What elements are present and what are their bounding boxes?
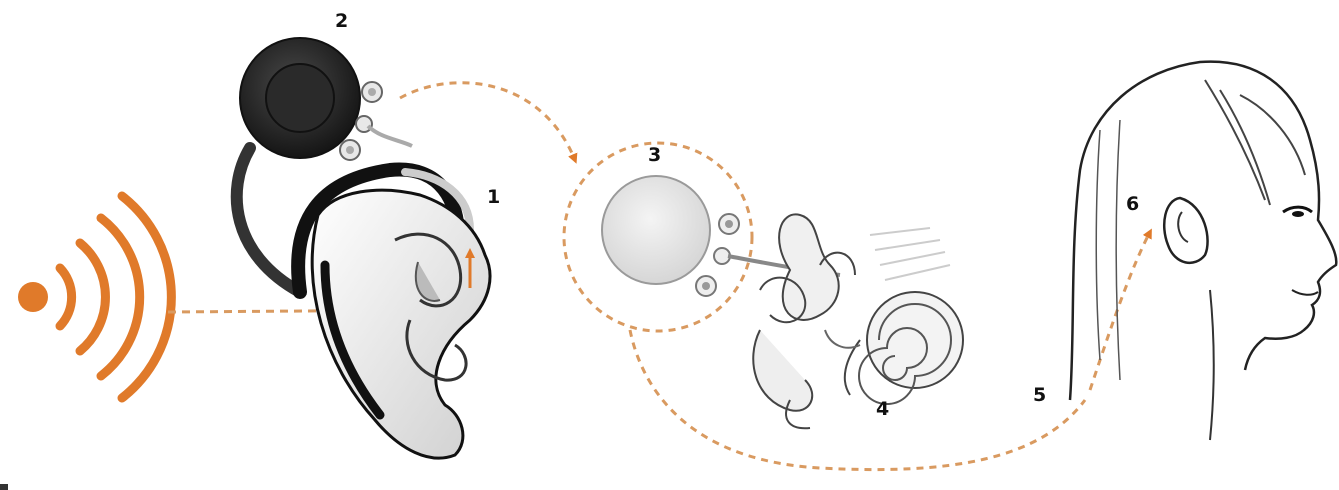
sound-waves-icon bbox=[18, 196, 171, 398]
step-label-6: 6 bbox=[1126, 193, 1139, 215]
step-label-2: 2 bbox=[335, 10, 348, 32]
cochlea-illustration bbox=[753, 214, 963, 428]
transmission-path-line bbox=[400, 83, 575, 160]
step-label-3: 3 bbox=[648, 144, 661, 166]
head-profile-illustration bbox=[1070, 62, 1336, 440]
step-label-4: 4 bbox=[876, 398, 889, 420]
nerve-path-line bbox=[630, 330, 1085, 470]
ear-illustration bbox=[298, 170, 490, 459]
step-label-1: 1 bbox=[487, 186, 500, 208]
corner-mark bbox=[0, 484, 8, 490]
step-label-5: 5 bbox=[1033, 384, 1046, 406]
